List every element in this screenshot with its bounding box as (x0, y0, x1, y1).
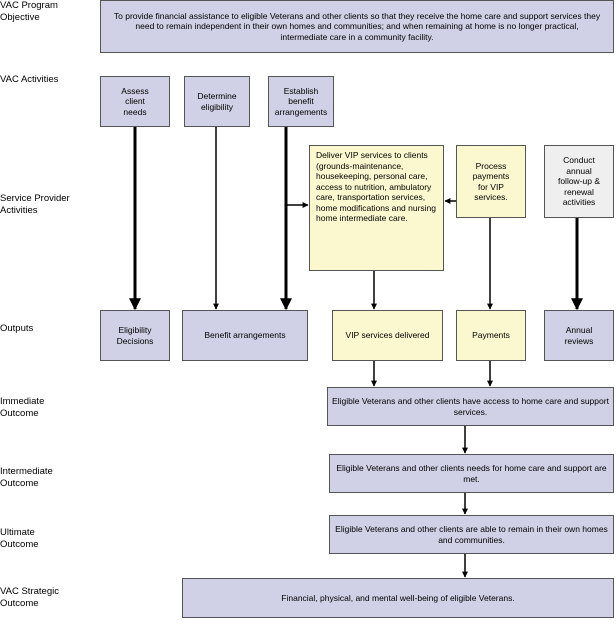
annual-reviews-box: Annual reviews (544, 310, 614, 361)
payments-box: Payments (456, 310, 526, 361)
label-immediate-outcome: Immediate Outcome (0, 396, 45, 419)
immediate-outcome-box: Eligible Veterans and other clients have… (327, 387, 614, 426)
eligibility-decisions-box: Eligibility Decisions (100, 310, 170, 361)
label-intermediate-outcome: Intermediate Outcome (0, 466, 53, 489)
strategic-outcome-box: Financial, physical, and mental well-bei… (182, 578, 614, 618)
determine-eligibility-box: Determine eligibility (184, 76, 250, 127)
deliver-vip-services-box: Deliver VIP services to clients (grounds… (309, 145, 444, 271)
establish-benefit-arrangements-box: Establish benefit arrangements (268, 76, 334, 127)
label-program-objective: VAC Program Objective (0, 0, 58, 23)
objective-box: To provide financial assistance to eligi… (100, 0, 614, 53)
ultimate-outcome-box: Eligible Veterans and other clients are … (329, 515, 614, 554)
label-ultimate-outcome: Ultimate Outcome (0, 527, 39, 550)
label-strategic-outcome: VAC Strategic Outcome (0, 586, 59, 609)
label-service-provider-activities: Service Provider Activities (0, 193, 70, 216)
process-payments-box: Process payments for VIP services. (456, 145, 526, 218)
label-outputs: Outputs (0, 323, 34, 334)
conduct-followup-box: Conduct annual follow-up & renewal activ… (544, 145, 614, 218)
assess-client-needs-box: Assess client needs (100, 76, 170, 127)
vip-services-delivered-box: VIP services delivered (332, 310, 443, 361)
intermediate-outcome-box: Eligible Veterans and other clients need… (329, 454, 614, 493)
label-vac-activities: VAC Activities (0, 74, 59, 85)
benefit-arrangements-box: Benefit arrangements (182, 310, 308, 361)
